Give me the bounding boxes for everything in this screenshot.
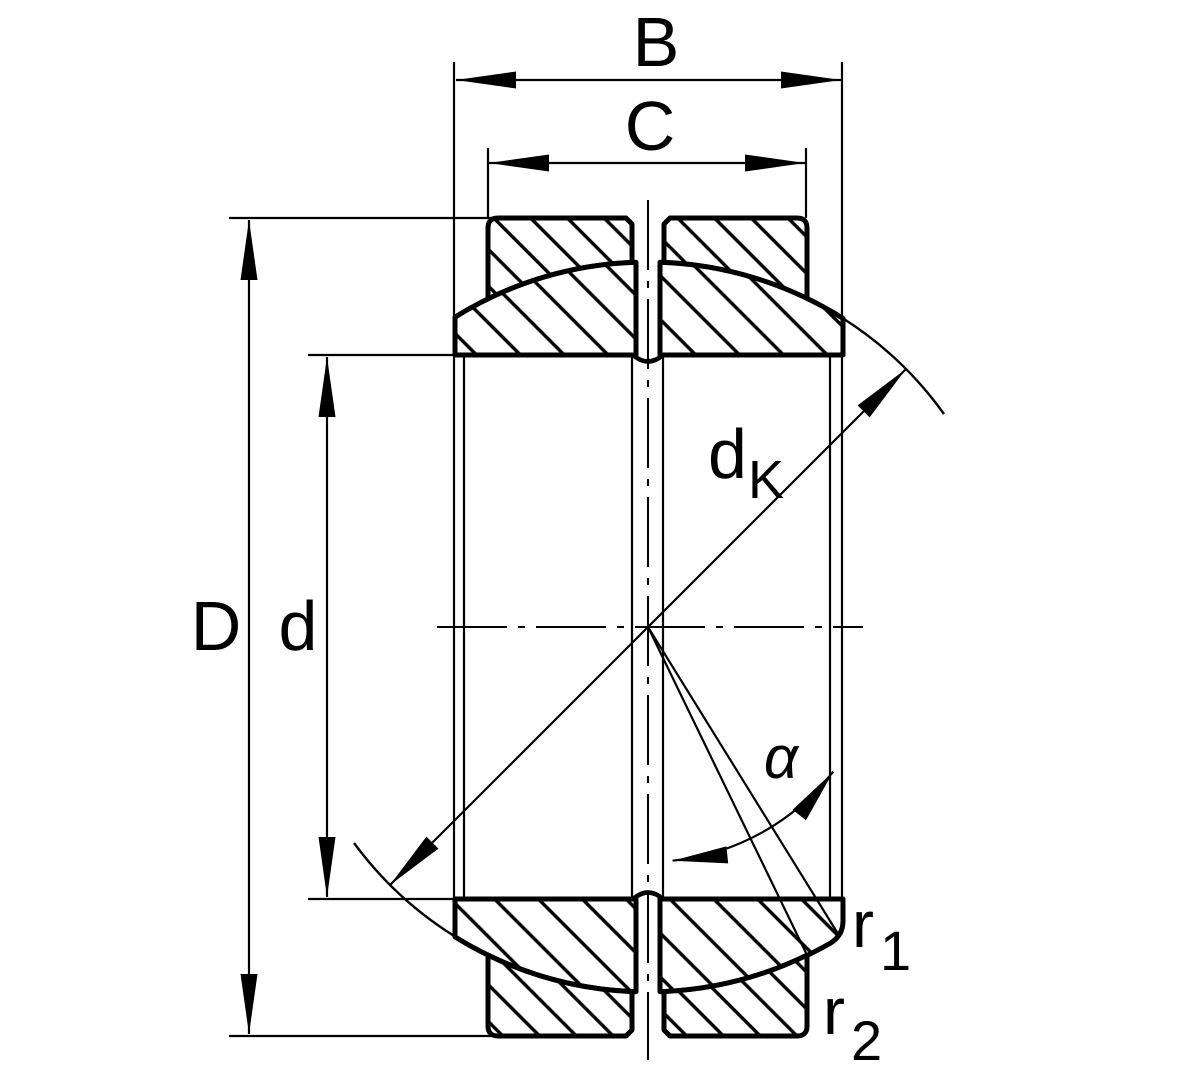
inner-ring-top-left <box>452 259 639 358</box>
sphere-arc-extension-upper-right <box>842 317 945 415</box>
arrowhead-B-right <box>781 71 841 89</box>
lube-hole-mouth-bottom <box>631 890 665 901</box>
dimension-d: d <box>279 357 336 897</box>
arrowhead-dK-upper <box>857 369 906 418</box>
sphere-arc-extensions <box>353 317 945 937</box>
label-dK: d K <box>708 415 784 510</box>
arrowhead-alpha-left <box>672 846 729 864</box>
centerlines <box>437 200 863 1060</box>
arrowhead-dK-lower <box>390 836 439 885</box>
label-B: B <box>633 3 680 81</box>
outer-ring-bottom-section <box>485 952 810 1039</box>
alpha-ray-2 <box>647 626 841 938</box>
arrowhead-C-left <box>489 154 549 172</box>
label-r1: r 1 <box>852 887 911 982</box>
dimension-D: D <box>191 220 258 1034</box>
dimension-B: B <box>456 3 841 89</box>
tilt-angle-alpha: α <box>647 626 841 956</box>
label-D: D <box>191 587 242 665</box>
inner-ring-top-section <box>452 259 846 358</box>
arrowhead-C-right <box>745 154 805 172</box>
arrowhead-D-bottom <box>240 974 258 1034</box>
sphere-arc-extension-lower-left <box>353 842 455 937</box>
label-r2: r 2 <box>823 974 882 1072</box>
arrowhead-alpha-right <box>792 771 834 821</box>
arrowhead-d-bottom <box>318 837 336 897</box>
alpha-ray-1 <box>647 626 808 956</box>
label-alpha: α <box>764 724 800 791</box>
arrowhead-B-left <box>456 71 516 89</box>
arrowhead-D-top <box>240 220 258 280</box>
label-d: d <box>279 587 318 665</box>
dimension-C: C <box>489 87 805 172</box>
label-C: C <box>625 87 676 165</box>
inner-ring-top-right <box>657 259 846 358</box>
alpha-arc <box>672 771 835 862</box>
outer-ring-bottom-left <box>485 952 635 1039</box>
arrowhead-d-top <box>318 357 336 417</box>
extension-lines <box>229 62 844 1038</box>
outer-ring-bottom-right <box>661 952 810 1039</box>
